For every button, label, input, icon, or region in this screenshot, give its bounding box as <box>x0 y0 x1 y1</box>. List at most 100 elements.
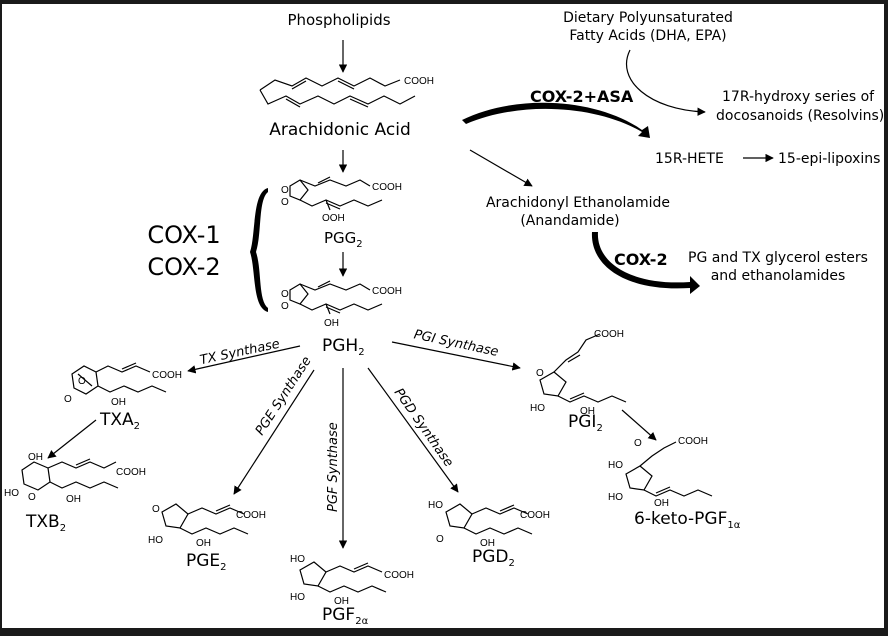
arachidonic-acid-label: Arachidonic Acid <box>269 120 411 140</box>
frame-right <box>884 0 888 636</box>
pgg2-label: PGG2 <box>324 229 363 250</box>
epi-lipoxins-label: 15-epi-lipoxins <box>778 151 880 167</box>
txb2-o: O <box>28 492 36 503</box>
txa2-o1: O <box>78 376 86 387</box>
pgd2-o: O <box>436 534 444 545</box>
txb2-oh-top: OH <box>28 452 43 463</box>
pgh2-structure: O O COOH OH <box>281 280 402 329</box>
arrow-pgd-synthase <box>367 367 459 493</box>
dietary-label-line1: Dietary Polyunsaturated <box>563 10 733 26</box>
pgd2-label-text: PGD <box>472 547 509 567</box>
txb2-oh: OH <box>66 494 81 505</box>
pgg2-cooh: COOH <box>372 182 402 193</box>
txb2-label-text: TXB <box>25 512 60 532</box>
txa2-structure: O O COOH OH <box>64 362 182 408</box>
pgg2-o2: O <box>281 197 289 208</box>
pgh2-oh: OH <box>324 318 339 329</box>
pge2-structure: O HO COOH OH <box>148 503 266 549</box>
keto-oh: OH <box>654 498 669 509</box>
cox2-label: COX-2 <box>614 250 668 269</box>
pge2-ho: HO <box>148 535 163 546</box>
resolvins-label-line2: docosanoids (Resolvins) <box>716 108 884 124</box>
txa2-oh: OH <box>111 397 126 408</box>
pgh2-o1: O <box>281 289 289 300</box>
pgi2-oh: OH <box>580 406 595 417</box>
arrow-pgi2-to-keto <box>621 409 657 441</box>
txa2-subscript: 2 <box>134 421 140 432</box>
keto-pgf-structure: HO HO O COOH OH <box>608 436 713 509</box>
pgf2a-cooh: COOH <box>384 570 414 581</box>
txa2-cooh: COOH <box>152 370 182 381</box>
pgd2-oh: OH <box>480 538 495 549</box>
pgf2a-structure: HO HO COOH OH <box>290 554 414 607</box>
pge2-oh: OH <box>196 538 211 549</box>
pge2-o: O <box>152 504 160 515</box>
pgh2-label: PGH2 <box>322 336 365 358</box>
pgd-synthase-label: PGD Synthase <box>391 386 456 470</box>
resolvins-label-line1: 17R-hydroxy series of <box>722 89 875 105</box>
txb2-label: TXB2 <box>25 512 66 534</box>
pgg2-label-text: PGG <box>324 229 356 247</box>
cox-brace <box>250 188 268 312</box>
frame-left <box>0 0 2 636</box>
pgf2a-ho-bottom: HO <box>290 592 305 603</box>
pgg2-o1: O <box>281 185 289 196</box>
pgi2-cooh: COOH <box>594 329 624 340</box>
txb2-structure: OH HO O COOH OH <box>4 452 146 505</box>
pgh2-subscript: 2 <box>358 347 364 358</box>
keto-cooh: COOH <box>678 436 708 447</box>
cox1-label: COX-1 <box>147 221 220 249</box>
anandamide-label-line1: Arachidonyl Ethanolamide <box>486 195 670 211</box>
pgh2-cooh: COOH <box>372 286 402 297</box>
arrow-aa-to-anandamide <box>469 149 533 187</box>
arrow-pgi-synthase <box>391 341 521 371</box>
pgg2-subscript: 2 <box>356 239 362 250</box>
pgf2a-oh: OH <box>334 596 349 607</box>
arrow-dietary-to-resolvins <box>625 49 706 116</box>
keto-pgf-label: 6-keto-PGF1α <box>634 509 741 531</box>
pgf2a-label-text: PGF <box>322 605 355 625</box>
txb2-ho: HO <box>4 488 19 499</box>
pge2-cooh: COOH <box>236 510 266 521</box>
txb2-cooh: COOH <box>116 467 146 478</box>
pge2-subscript: 2 <box>220 562 226 573</box>
keto-pgf-label-text: 6-keto-PGF <box>634 509 727 529</box>
pgi2-ho: HO <box>530 403 545 414</box>
aa-cooh-label: COOH <box>404 76 434 87</box>
pgg2-ooh: OOH <box>322 213 345 224</box>
pgf-synthase-label: PGF Synthase <box>326 422 341 512</box>
pgi2-subscript: 2 <box>596 423 602 434</box>
keto-o: O <box>634 438 642 449</box>
glycerol-esters-label-line1: PG and TX glycerol esters <box>688 250 868 266</box>
arrow-cox2-asa <box>462 102 650 138</box>
txa2-o2: O <box>64 394 72 405</box>
pgg2-structure: O O COOH OOH <box>281 176 402 224</box>
txb2-subscript: 2 <box>60 523 66 534</box>
pgh2-label-text: PGH <box>322 336 358 356</box>
dietary-label-line2: Fatty Acids (DHA, EPA) <box>569 28 726 44</box>
pgi2-structure: O HO COOH OH <box>530 329 627 417</box>
pgd2-structure: HO O COOH OH <box>428 500 550 549</box>
pgd2-cooh: COOH <box>520 510 550 521</box>
pge2-label-text: PGE <box>186 551 220 571</box>
phospholipids-label: Phospholipids <box>287 11 390 29</box>
pgf2a-subscript: 2α <box>355 616 368 627</box>
pgh2-o2: O <box>281 301 289 312</box>
pgi2-label: PGI2 <box>568 412 603 434</box>
frame-top <box>0 0 888 4</box>
pgi2-o: O <box>536 368 544 379</box>
pgd2-subscript: 2 <box>509 558 515 569</box>
arrow-tx-synthase <box>187 345 301 374</box>
txa2-label-text: TXA <box>99 410 134 430</box>
pgf2a-ho-top: HO <box>290 554 305 565</box>
arachidonic-acid-structure: COOH <box>259 76 434 108</box>
anandamide-label-line2: (Anandamide) <box>520 213 619 229</box>
pgf2a-label: PGF2α <box>322 605 369 627</box>
txa2-label: TXA2 <box>99 410 140 432</box>
keto-ho-top: HO <box>608 460 623 471</box>
pgd2-label: PGD2 <box>472 547 515 569</box>
tx-synthase-label: TX Synthase <box>199 337 282 369</box>
frame-bottom <box>0 628 888 636</box>
